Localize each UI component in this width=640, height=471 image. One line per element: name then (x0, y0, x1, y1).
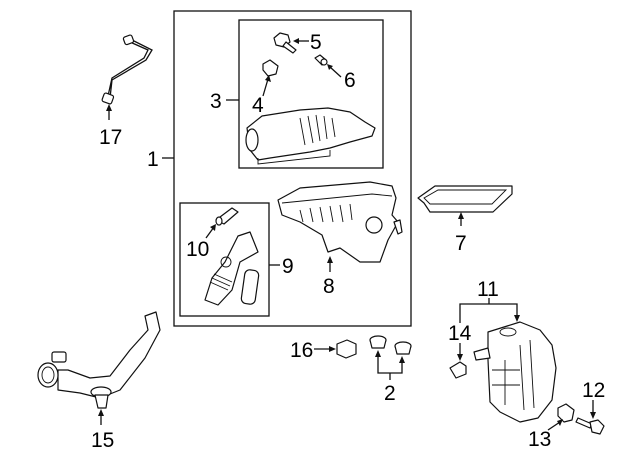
part-5-bolt (273, 32, 297, 54)
arrow-4 (265, 75, 271, 82)
callout-8: 8 (323, 275, 335, 298)
callout-10: 10 (186, 238, 209, 261)
intake-duct-box-9 (179, 202, 270, 317)
callout-12: 12 (582, 379, 605, 402)
arrow-14 (457, 354, 463, 361)
assembly-box-1 (173, 10, 412, 327)
callout-3: 3 (210, 90, 222, 113)
part-16-pad (336, 339, 357, 359)
arrow-15 (98, 409, 104, 416)
part-14-fitting (449, 361, 467, 379)
arrow-6 (327, 64, 333, 70)
part-9-intake-duct (204, 231, 260, 306)
arrow-2a (375, 350, 381, 357)
part-15-intake-tube (37, 311, 161, 409)
part-8-lower-housing (277, 181, 403, 263)
part-7-air-filter (417, 185, 513, 213)
leader-6 (329, 66, 342, 78)
leader-11 (459, 303, 518, 323)
callout-16: 16 (290, 339, 313, 362)
leader-13 (547, 421, 561, 431)
callout-7: 7 (455, 232, 467, 255)
part-17-vent-hose (101, 34, 153, 105)
callout-5: 5 (310, 31, 322, 54)
arrow-7 (458, 212, 464, 219)
callout-13: 13 (528, 428, 551, 451)
part-3-upper-housing (245, 107, 376, 165)
arrow-8 (327, 256, 333, 263)
callout-9: 9 (282, 255, 294, 278)
callout-15: 15 (91, 429, 114, 452)
part-2-grommets (369, 335, 412, 355)
callout-14: 14 (448, 322, 472, 345)
part-10-sensor (215, 207, 239, 226)
arrow-13 (557, 419, 563, 426)
callout-11: 11 (477, 278, 499, 301)
arrow-10 (210, 224, 216, 231)
arrow-11 (514, 315, 520, 322)
callout-2: 2 (384, 382, 396, 405)
leader-4 (262, 78, 269, 97)
callout-1: 1 (147, 148, 159, 171)
callout-6: 6 (344, 69, 356, 92)
part-11-resonator (473, 321, 557, 423)
leader-2 (377, 354, 403, 380)
arrow-12 (590, 412, 596, 419)
arrow-2b (399, 356, 405, 363)
arrow-17 (106, 104, 112, 111)
part-4-grommet (262, 59, 279, 77)
arrow-5 (293, 38, 299, 44)
part-6-clip (314, 54, 328, 66)
part-12-bolt (575, 417, 605, 435)
part-13-nut (557, 403, 575, 423)
callout-17: 17 (99, 126, 122, 149)
callout-4: 4 (252, 94, 264, 117)
arrow-16 (329, 346, 336, 352)
upper-housing-box-3 (238, 19, 384, 169)
